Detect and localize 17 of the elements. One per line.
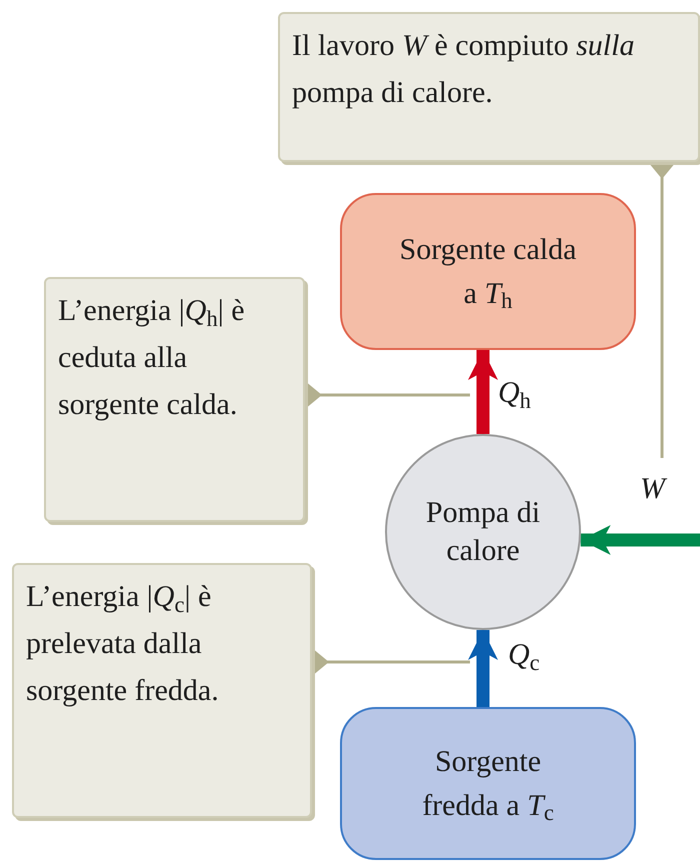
callout-box (12, 563, 312, 818)
leader-line (312, 648, 470, 676)
hot-reservoir-box (340, 193, 636, 350)
leader-line (648, 162, 676, 458)
node-text: Sorgente fredda a T$_{c}$ (421, 744, 555, 828)
node-text: Il lavoro W è compiuto sulla pompa di calore. (292, 28, 636, 111)
leader-line (305, 381, 470, 409)
node-text: L’energia |Q$_{c}$| è prelevata dalla sorgente fredda. (26, 579, 220, 709)
arrow (468, 630, 498, 707)
node-text: L’energia |Q$_{h}$| è ceduta alla sorgente calda. (58, 293, 246, 423)
cold-reservoir-box (340, 707, 636, 860)
callout-box (278, 12, 700, 162)
callout-box (44, 277, 305, 522)
node-text: Pompa di calore (424, 495, 542, 569)
arrow (580, 525, 700, 555)
arrow (468, 350, 498, 434)
node-text: Sorgente calda a T$_{h}$ (398, 232, 578, 316)
